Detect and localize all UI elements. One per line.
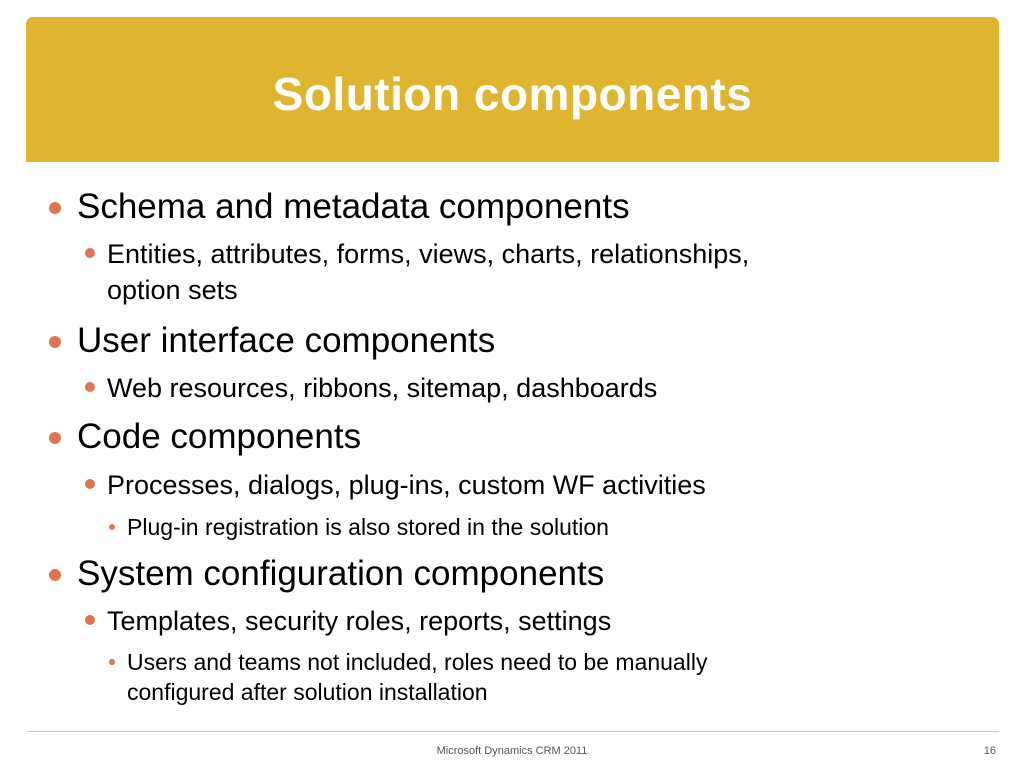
bullet-text-line: option sets	[107, 275, 238, 305]
bullet-text: System configuration components	[77, 554, 605, 593]
bullet-text: Schema and metadata components	[77, 187, 630, 226]
bullet-dot-icon	[49, 432, 61, 444]
bullet-item-entities: Entities, attributes, forms, views, char…	[85, 236, 750, 308]
bullet-dot-icon	[85, 248, 95, 258]
bullet-item-processes: Processes, dialogs, plug-ins, custom WF …	[85, 467, 706, 503]
bullet-text-line: Users and teams not included, roles need…	[127, 649, 708, 675]
title-bar: Solution components	[26, 17, 999, 162]
bullet-dot-icon	[109, 524, 115, 530]
bullet-dot-icon	[49, 202, 61, 214]
bullet-text: Templates, security roles, reports, sett…	[107, 606, 612, 636]
footer-caption: Microsoft Dynamics CRM 2011	[436, 745, 588, 757]
bullet-dot-icon	[109, 659, 115, 665]
bullet-item-system-configuration: System configuration components	[49, 553, 605, 595]
bullet-dot-icon	[85, 479, 95, 489]
bullet-item-users-teams: Users and teams not included, roles need…	[109, 647, 708, 707]
bullet-text-line: configured after solution installation	[127, 679, 488, 705]
bullet-text: Processes, dialogs, plug-ins, custom WF …	[107, 470, 706, 500]
page-number: 16	[983, 745, 996, 757]
bullet-text-line: Entities, attributes, forms, views, char…	[107, 239, 750, 269]
bullet-text: User interface components	[77, 321, 496, 360]
bullet-dot-icon	[49, 336, 61, 348]
bullet-item-web-resources: Web resources, ribbons, sitemap, dashboa…	[85, 370, 658, 406]
bullet-item-plugin-registration: Plug-in registration is also stored in t…	[109, 512, 609, 542]
bullet-text: Plug-in registration is also stored in t…	[127, 514, 609, 540]
bullet-dot-icon	[85, 382, 95, 392]
bullet-item-templates: Templates, security roles, reports, sett…	[85, 603, 612, 639]
bullet-text: Web resources, ribbons, sitemap, dashboa…	[107, 373, 658, 403]
bullet-dot-icon	[85, 615, 95, 625]
bullet-item-user-interface: User interface components	[49, 320, 496, 362]
bullet-item-schema: Schema and metadata components	[49, 186, 630, 228]
footer-divider	[26, 731, 999, 732]
bullet-dot-icon	[49, 569, 61, 581]
bullet-item-code: Code components	[49, 416, 362, 458]
bullet-text: Code components	[77, 417, 362, 456]
slide-title: Solution components	[272, 68, 753, 120]
